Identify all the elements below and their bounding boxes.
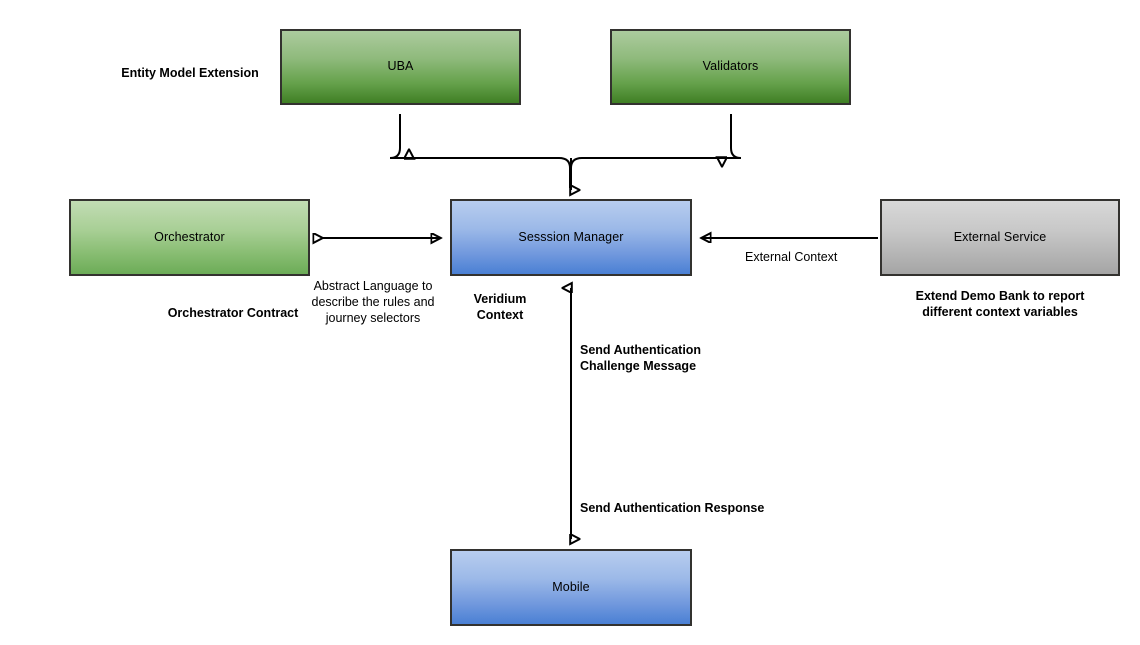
annotation-send-auth-challenge: Send Authentication Challenge Message (580, 343, 702, 373)
annotation-entity-model-extension: Entity Model Extension (121, 66, 259, 80)
annotation-veridium-context: Veridium Context (473, 292, 527, 322)
node-validators-label: Validators (702, 59, 759, 74)
annotation-extend-demo-bank: Extend Demo Bank to report different con… (915, 289, 1085, 319)
node-mobile-label: Mobile (552, 579, 590, 594)
node-uba-label: UBA (387, 59, 414, 74)
edge-fork-left-rail (399, 157, 571, 188)
annotation-abstract-language: Abstract Language to describe the rules … (311, 279, 435, 325)
node-external-service-label: External Service (953, 229, 1047, 244)
node-orchestrator-label: Orchestrator (154, 229, 225, 244)
node-uba[interactable]: UBA (280, 29, 521, 105)
node-external-service[interactable]: External Service (880, 199, 1120, 276)
node-mobile[interactable]: Mobile (450, 549, 692, 626)
edge-fork-right-rail (570, 157, 732, 188)
node-session-manager-label: Sesssion Manager (518, 229, 624, 244)
edge-session-manager-to-validators (722, 114, 742, 158)
node-session-manager[interactable]: Sesssion Manager (450, 199, 692, 276)
annotation-send-auth-response: Send Authentication Response (580, 501, 765, 515)
node-validators[interactable]: Validators (610, 29, 851, 105)
annotation-orchestrator-contract: Orchestrator Contract (167, 306, 299, 320)
annotation-external-context: External Context (745, 250, 838, 264)
edge-session-manager-to-uba (389, 114, 409, 158)
node-orchestrator[interactable]: Orchestrator (69, 199, 310, 276)
